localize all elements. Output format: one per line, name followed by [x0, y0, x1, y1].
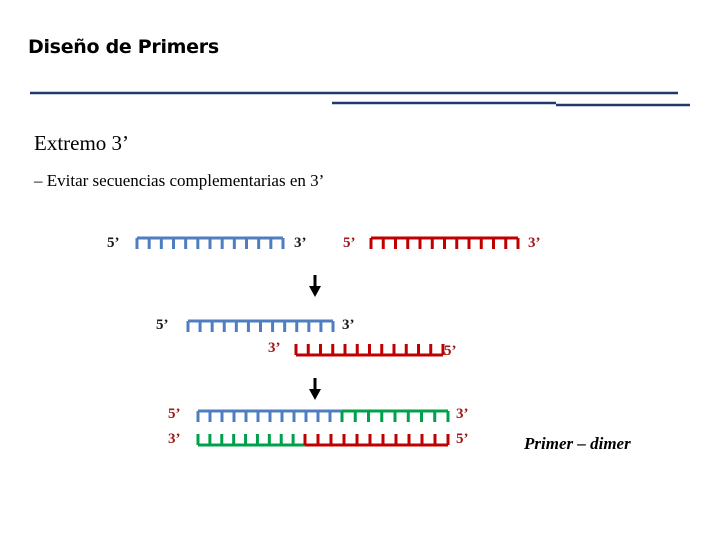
label-5prime: 5’ — [156, 317, 169, 333]
label-5prime: 5’ — [456, 431, 469, 447]
section-heading: Extremo 3’ — [34, 131, 130, 155]
label-5prime: 5’ — [107, 235, 120, 251]
label-3prime: 3’ — [456, 406, 469, 422]
primer-red — [369, 236, 520, 249]
primer-red-reversed — [303, 434, 450, 447]
label-3prime: 3’ — [168, 431, 181, 447]
primer-red-reversed — [294, 344, 445, 357]
slide-title: Diseño de Primers — [28, 36, 219, 58]
label-5prime: 5’ — [444, 343, 457, 359]
title-rule — [30, 91, 690, 107]
extension-green-bottom — [196, 434, 307, 447]
label-3prime: 3’ — [268, 340, 281, 356]
primer-blue-extended — [196, 409, 344, 422]
arrow-down-2 — [309, 378, 321, 400]
primer-blue — [186, 319, 335, 332]
label-3prime: 3’ — [528, 235, 541, 251]
label-5prime: 5’ — [343, 235, 356, 251]
primer-blue — [135, 236, 285, 249]
caption-primer-dimer: Primer – dimer — [524, 434, 631, 453]
label-5prime: 5’ — [168, 406, 181, 422]
label-3prime: 3’ — [294, 235, 307, 251]
extension-green-top — [340, 409, 450, 422]
label-3prime: 3’ — [342, 317, 355, 333]
arrow-down-1 — [309, 275, 321, 297]
bullet-point: – Evitar secuencias complementarias en 3… — [34, 171, 325, 190]
